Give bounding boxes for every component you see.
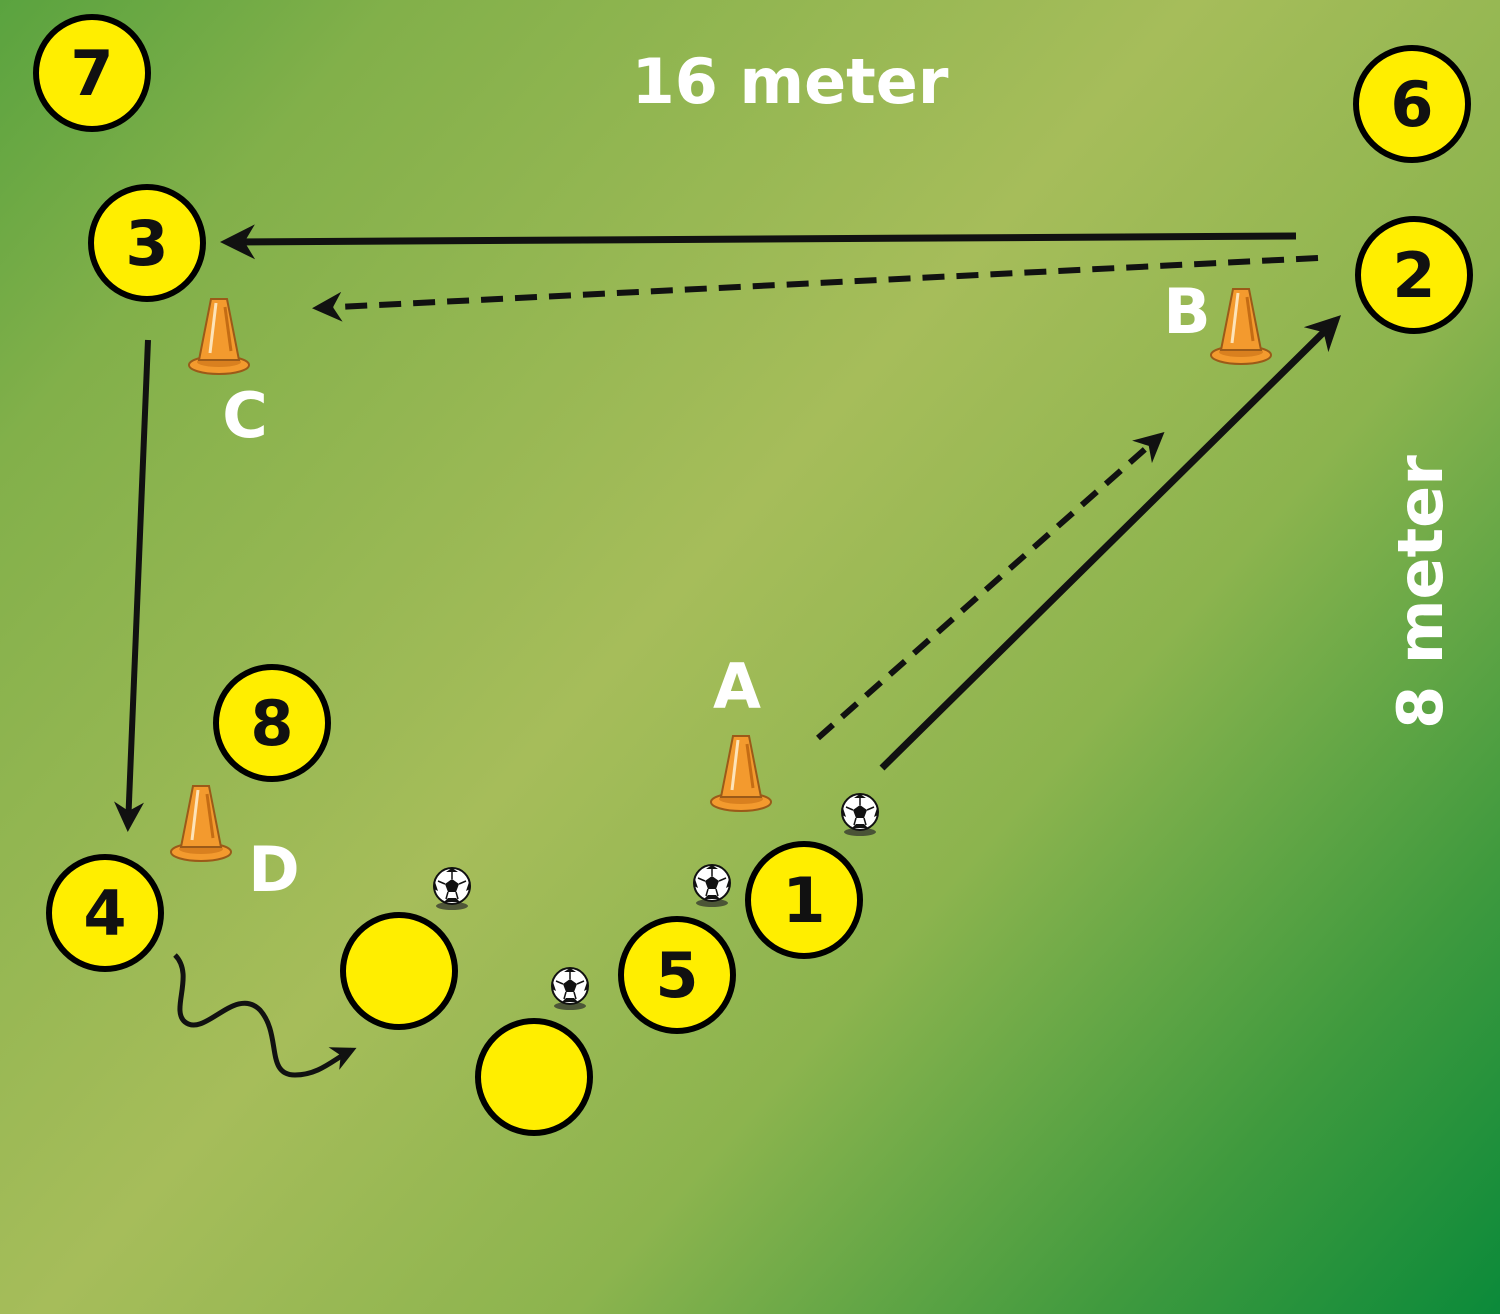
cone-label-a: A [713, 650, 761, 723]
player-marker: 8 [213, 664, 331, 782]
run-arrow-2-to-c [312, 255, 1319, 322]
soccer-ball-icon [551, 967, 589, 1011]
player-number: 2 [1392, 239, 1435, 312]
length-label: 16 meter [632, 45, 949, 118]
player-circle [213, 664, 331, 782]
player-marker [475, 1018, 593, 1136]
soccer-ball-icon [841, 793, 879, 837]
player-marker: 4 [46, 854, 164, 972]
player-marker: 2 [1355, 216, 1473, 334]
player-circle [46, 854, 164, 972]
player-number: 1 [782, 864, 825, 937]
cone-label-b: B [1163, 275, 1210, 348]
player-marker [340, 912, 458, 1030]
soccer-ball-icon [693, 864, 731, 908]
player-marker: 5 [618, 916, 736, 1034]
pass-arrow-1-to-2 [879, 315, 1341, 771]
player-marker: 1 [745, 841, 863, 959]
player-number: 4 [83, 877, 126, 950]
player-number: 8 [250, 687, 293, 760]
players: 1 2 3 4 5 6 7 8 [33, 14, 1473, 1136]
player-circle [33, 14, 151, 132]
player-marker: 3 [88, 184, 206, 302]
player-circle [475, 1018, 593, 1136]
soccer-ball-icon [433, 867, 471, 911]
player-marker: 7 [33, 14, 151, 132]
player-circle [340, 912, 458, 1030]
pass-arrow-2-to-3 [220, 224, 1297, 260]
run-arrow-3-to-4 [113, 339, 151, 832]
player-number: 3 [125, 207, 168, 280]
player-circle [1355, 216, 1473, 334]
dribble-arrow-4-to-queue [173, 953, 357, 1078]
cone-label-d: D [248, 833, 299, 906]
player-circle [88, 184, 206, 302]
player-number: 6 [1390, 68, 1433, 141]
player-circle [745, 841, 863, 959]
cone-label-c: C [222, 379, 268, 452]
player-circle [1353, 45, 1471, 163]
width-label: 8 meter [1384, 455, 1457, 729]
player-circle [618, 916, 736, 1034]
player-number: 7 [70, 37, 113, 110]
run-arrow-a-to-b [816, 432, 1165, 741]
cone-labels: A B C D [222, 275, 1210, 906]
player-marker: 6 [1353, 45, 1471, 163]
player-number: 5 [655, 939, 698, 1012]
